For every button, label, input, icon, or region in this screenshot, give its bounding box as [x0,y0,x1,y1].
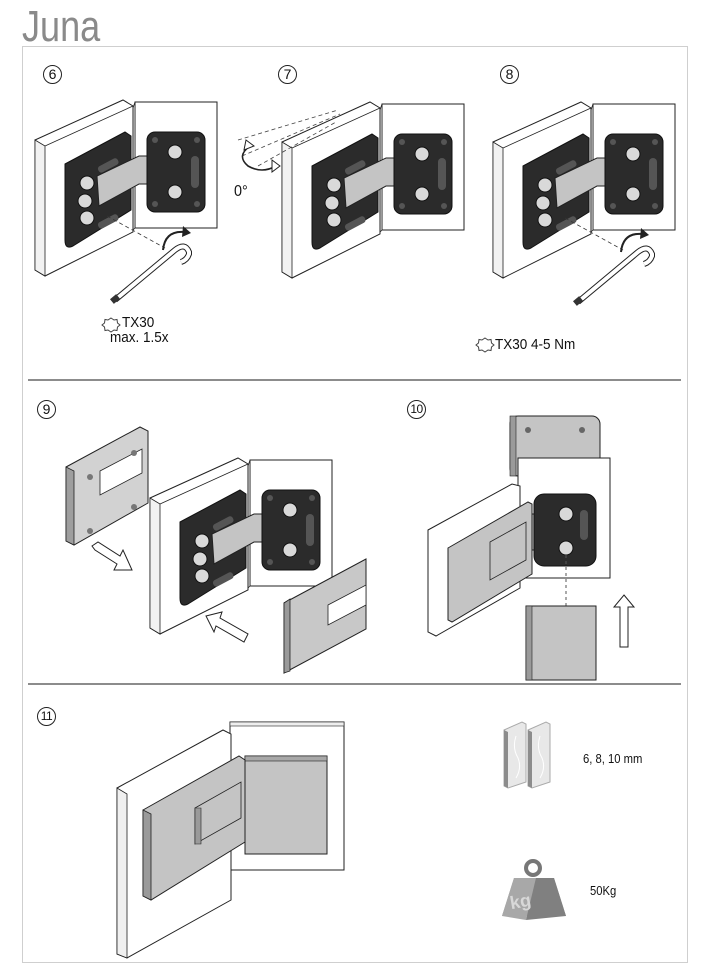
kg-glyph: kg [508,890,532,913]
hinge-illustration-step-11 [116,721,345,959]
hinge-illustration-step-10 [427,415,611,681]
step-8-torque-label: TX30 4-5 Nm [495,336,576,353]
front-cover-plate [283,558,367,674]
rotate-arrow-icon [237,109,341,173]
rotate-arrow-icon [620,228,649,253]
glass-panels-icon [503,721,551,789]
section-divider [28,379,681,381]
kg-weight-icon: kg [502,859,566,920]
document-title: Juna [22,2,101,51]
angle-label: 0° [234,183,248,200]
step-number-6: 6 [43,65,62,84]
rotate-arrow-icon [162,226,191,251]
max-weight-label: 50Kg [590,884,617,898]
step-number-10: 10 [407,400,426,419]
push-arrow-icon [205,611,249,643]
back-cover-plate [65,426,149,546]
glass-thickness-label: 6, 8, 10 mm [583,752,643,766]
step-number-8: 8 [500,65,519,84]
step-number-7: 7 [278,65,297,84]
step-number-9: 9 [37,400,56,419]
hinge-illustration-step-6 [34,99,218,303]
torx-icon [475,337,495,353]
torx-key-icon [110,246,189,303]
instruction-frame [22,46,688,963]
section-divider [28,683,681,685]
step-number-11: 11 [37,707,56,726]
torx-key-icon [573,248,652,305]
up-arrow-icon [612,594,636,648]
hinge-illustration-step-8 [492,101,676,305]
step-6-limit-label: max. 1.5x [110,329,169,346]
push-arrow-icon [91,541,133,571]
step-6-tool-label: TX30 [122,314,155,331]
